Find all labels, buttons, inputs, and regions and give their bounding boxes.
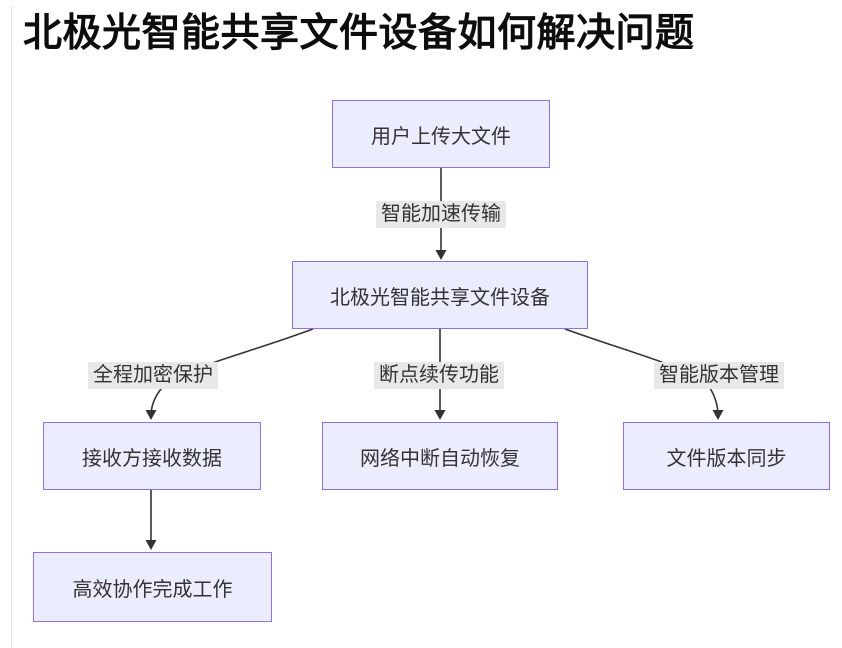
node-version-sync: 文件版本同步 [623, 422, 830, 490]
edge-label-encryption: 全程加密保护 [88, 362, 218, 389]
page-edge-line [11, 6, 12, 648]
arrowhead-upload-device [435, 250, 447, 260]
node-network-recover: 网络中断自动恢复 [322, 422, 558, 490]
arrowhead-receive-collab [145, 540, 157, 550]
arrowhead-device-sync [712, 410, 724, 420]
node-collab-finish: 高效协作完成工作 [33, 552, 272, 622]
node-user-upload: 用户上传大文件 [332, 100, 550, 168]
edge-label-resume-transfer: 断点续传功能 [374, 362, 504, 389]
node-share-device: 北极光智能共享文件设备 [292, 261, 588, 329]
arrowhead-device-recover [434, 410, 446, 420]
node-receiver-data: 接收方接收数据 [43, 422, 261, 490]
page-title: 北极光智能共享文件设备如何解决问题 [23, 12, 695, 55]
arrowhead-device-receive [145, 410, 157, 420]
edge-label-accelerate: 智能加速传输 [376, 201, 506, 228]
edge-label-version-manage: 智能版本管理 [654, 362, 784, 389]
